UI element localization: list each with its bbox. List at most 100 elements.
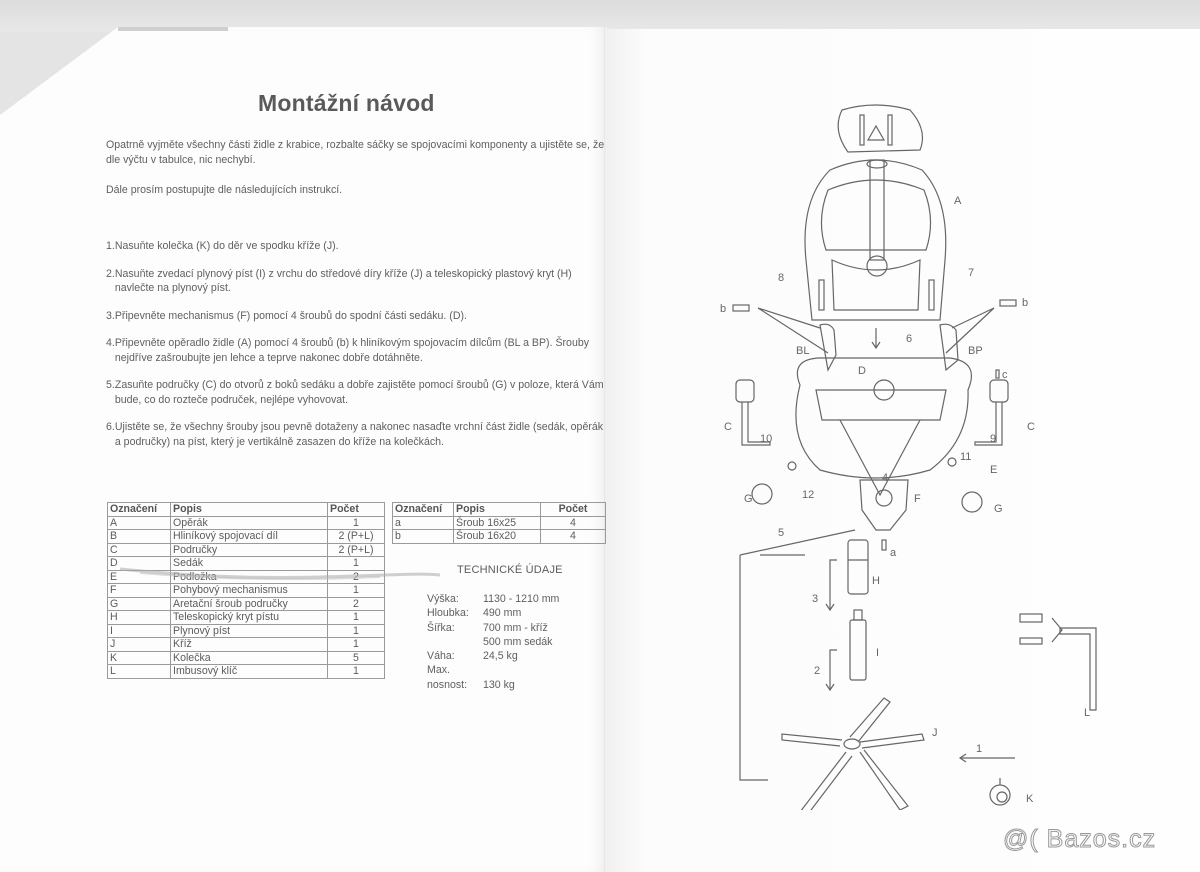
label-D: D — [858, 365, 866, 377]
label-I: I — [876, 647, 879, 659]
instruction-steps: 1.Nasuňte kolečka (K) do děr ve spodku k… — [106, 239, 606, 462]
assembly-diagram: A 8 7 b b BL BP 6 D c C C 10 9 11 E 4 F … — [700, 90, 1100, 815]
step-2: 2 — [814, 665, 820, 677]
cell-description: Kříž — [170, 637, 328, 652]
armrest-right-illustration — [974, 379, 1009, 446]
label-c: c — [1002, 369, 1008, 381]
column-header: Popis — [170, 502, 328, 517]
cell-description: Šroub 16x25 — [453, 515, 541, 530]
armrest-left-illustration — [735, 379, 771, 446]
cell-count: 5 — [327, 650, 385, 665]
step-9: 9 — [990, 433, 996, 445]
step-5: 5 — [778, 527, 784, 539]
spec-row: nosnost:130 kg — [427, 678, 559, 692]
cell-description: Imbusový klíč — [170, 664, 328, 679]
cell-code: G — [107, 596, 171, 611]
column-header: Počet — [540, 502, 606, 517]
cell-description: Pohybový mechanismus — [170, 583, 328, 598]
right-page — [606, 29, 1200, 872]
cell-count: 1 — [327, 623, 385, 638]
spec-key: Hloubka: — [427, 607, 469, 620]
step-text: Nasuňte zvedací plynový píst (I) z vrchu… — [114, 267, 572, 295]
spec-value: 130 kg — [483, 678, 515, 691]
cell-description: Podložka — [170, 569, 328, 584]
cell-count: 1 — [327, 610, 385, 625]
spec-row: 500 mm sedák — [427, 635, 559, 649]
step-number: 5. — [106, 379, 115, 391]
label-C: C — [1027, 421, 1035, 433]
cell-code: J — [107, 637, 171, 652]
cell-code: C — [107, 542, 171, 557]
spec-row: Výška:1130 - 1210 mm — [427, 592, 559, 606]
step-number: 2. — [106, 267, 115, 280]
cell-code: L — [107, 664, 171, 679]
chair-exploded-view: A 8 7 b b BL BP 6 D c C C 10 9 11 E 4 F … — [720, 104, 1097, 815]
step-number: 1. — [106, 240, 115, 252]
label-A: A — [954, 195, 962, 207]
column-header: Počet — [327, 502, 385, 517]
cell-description: Hliníkový spojovací díl — [170, 529, 328, 544]
cell-count: 1 — [327, 515, 385, 530]
label-G: G — [994, 503, 1003, 515]
seat-illustration — [795, 357, 972, 497]
spec-row: Šířka:700 mm - kříž — [427, 621, 559, 635]
cell-count: 4 — [540, 529, 606, 544]
step-text: Připevněte opěradlo židle (A) pomocí 4 š… — [114, 337, 590, 364]
cell-count: 2 (P+L) — [327, 529, 385, 544]
cell-description: Šroub 16x20 — [453, 529, 541, 544]
cell-description: Teleskopický kryt pístu — [170, 610, 328, 625]
table-header-row: Označení Popis Počet — [107, 502, 385, 517]
spec-key: Váha: — [427, 650, 455, 663]
column-header: Popis — [453, 502, 541, 517]
label-C: C — [724, 421, 732, 433]
step-text: Ujistěte se, že všechny šrouby jsou pevn… — [114, 421, 604, 448]
spec-value: 1130 - 1210 mm — [483, 593, 560, 605]
label-BL: BL — [796, 345, 809, 357]
step-10: 10 — [760, 433, 772, 445]
cell-count: 2 (P+L) — [327, 542, 385, 557]
step-3: 3 — [812, 593, 818, 605]
cell-code: K — [107, 650, 171, 665]
label-H: H — [872, 575, 880, 587]
cell-code: D — [107, 556, 171, 571]
label-F: F — [914, 493, 921, 505]
step-number: 3. — [106, 309, 115, 322]
cell-description: Kolečka — [170, 650, 328, 665]
cell-count: 2 — [327, 569, 385, 584]
step-text: Zasuňte područky (C) do otvorů z boků se… — [114, 379, 604, 406]
label-b: b — [1022, 297, 1028, 309]
step-8: 8 — [778, 272, 784, 284]
cell-count: 4 — [540, 515, 606, 530]
cell-description: Sedák — [170, 556, 328, 571]
step-1: 1.Nasuňte kolečka (K) do děr ve spodku k… — [106, 239, 606, 254]
step-4: 4 — [882, 472, 888, 484]
step-number: 4. — [106, 337, 115, 349]
cell-code: a — [392, 515, 454, 530]
technical-data-title: TECHNICKÉ ÚDAJE — [457, 564, 563, 576]
headrest-illustration — [837, 104, 923, 153]
technical-data: Výška:1130 - 1210 mm Hloubka:490 mm Šířk… — [427, 592, 559, 692]
cell-code: I — [107, 623, 171, 638]
label-BP: BP — [968, 345, 983, 357]
left-page — [0, 27, 606, 872]
cell-count: 1 — [327, 583, 385, 598]
spec-key: Šířka: — [427, 621, 455, 634]
cell-count: 1 — [327, 637, 385, 652]
hex-key-illustration — [1059, 627, 1097, 711]
label-J: J — [932, 727, 938, 739]
step-11: 11 — [960, 451, 971, 463]
spec-row: Hloubka:490 mm — [427, 606, 559, 620]
